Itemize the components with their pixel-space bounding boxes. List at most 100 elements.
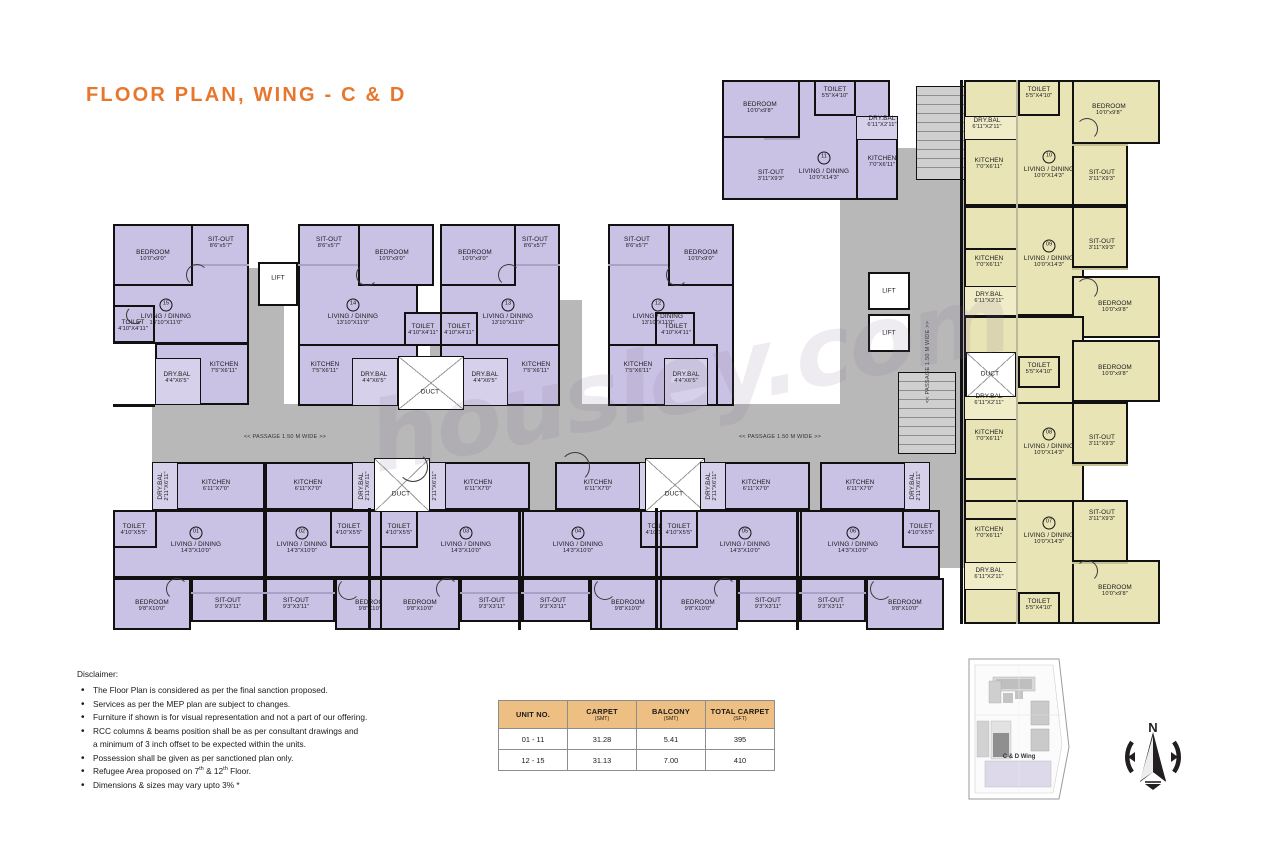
unit-02-sitout-line xyxy=(265,592,335,594)
col-total-carpet: TOTAL CARPET(SFT) xyxy=(705,700,775,729)
duct-right-wing-label: DUCT xyxy=(980,370,1000,378)
disclaimer-item: Services as per the MEP plan are subject… xyxy=(77,697,457,714)
col-carpet: CARPET(SMT) xyxy=(567,700,637,729)
unit-15-number: 15 xyxy=(159,298,173,312)
disclaimer-heading: Disclaimer: xyxy=(77,669,119,679)
cell-balcony: 7.00 xyxy=(636,749,706,771)
passage-label-left: << PASSAGE 1.50 M WIDE >> xyxy=(243,434,327,440)
door-swing-2 xyxy=(126,306,144,324)
unit-15-sitout-line xyxy=(193,264,249,266)
wall-bar-7 xyxy=(1016,80,1018,624)
unit-01-number: 01 xyxy=(189,526,203,540)
cell-total-carpet: 395 xyxy=(705,728,775,750)
staircase-bottom xyxy=(898,372,956,454)
duct-lower-mid-label: DUCT xyxy=(664,490,684,498)
disclaimer-item-continuation: a minimum of 3 inch offset to be expecte… xyxy=(93,739,306,750)
col-balcony: BALCONY(SMT) xyxy=(636,700,706,729)
wall-bar-5 xyxy=(796,508,799,630)
cell-unit-no: 12 - 15 xyxy=(498,749,568,771)
unit-04-sitout-line xyxy=(522,592,590,594)
lift-left-label: LIFT xyxy=(271,274,285,282)
unit-07-sitout-line xyxy=(1072,562,1128,564)
cell-carpet: 31.28 xyxy=(567,728,637,750)
unit-14-drybal xyxy=(352,358,398,406)
unit-09-number: 09 xyxy=(1042,239,1056,253)
unit-11-bedroom xyxy=(722,80,800,138)
door-swing-1 xyxy=(186,264,208,286)
unit-05-drybal xyxy=(700,462,726,510)
unit-08-number: 08 xyxy=(1042,427,1056,441)
disclaimer-item: Dimensions & sizes may vary upto 3% * xyxy=(77,777,457,794)
disclaimer-item-refugee: Refugee Area proposed on 7th & 12th Floo… xyxy=(77,764,457,781)
unit-10-bedroom xyxy=(1072,80,1160,144)
unit-12-sitout-line xyxy=(608,264,668,266)
key-plan-label: C & D Wing xyxy=(1002,754,1036,760)
door-swing-8 xyxy=(436,578,458,600)
unit-03-sitout xyxy=(460,578,522,622)
disclaimer-item: Furniture if shown is for visual represe… xyxy=(77,710,457,727)
lift-core-lower-label: LIFT xyxy=(882,329,896,337)
cell-carpet: 31.13 xyxy=(567,749,637,771)
duct-upper-left xyxy=(398,356,464,410)
unit-14-number: 14 xyxy=(346,298,360,312)
unit-07-bedroom xyxy=(1072,560,1160,624)
wall-bar-2 xyxy=(368,508,371,630)
wall-bar-3 xyxy=(518,508,521,630)
door-swing-10 xyxy=(714,578,736,600)
unit-06-number: 06 xyxy=(846,526,860,540)
unit-02-sitout xyxy=(265,578,335,622)
unit-15-bedroom xyxy=(113,224,193,286)
unit-04-sitout xyxy=(522,578,590,622)
door-swing-3 xyxy=(356,264,378,286)
unit-06-sitout-line xyxy=(800,592,866,594)
unit-03-bedroom xyxy=(380,578,460,630)
door-swing-9 xyxy=(594,578,616,600)
unit-11-drybal xyxy=(856,116,898,140)
table-row: 12 - 15 31.13 7.00 410 xyxy=(498,749,775,771)
disclaimer-item: The Floor Plan is considered as per the … xyxy=(77,683,457,700)
unit-10-number: 10 xyxy=(1042,150,1056,164)
unit-09-bedroom xyxy=(1072,276,1160,338)
